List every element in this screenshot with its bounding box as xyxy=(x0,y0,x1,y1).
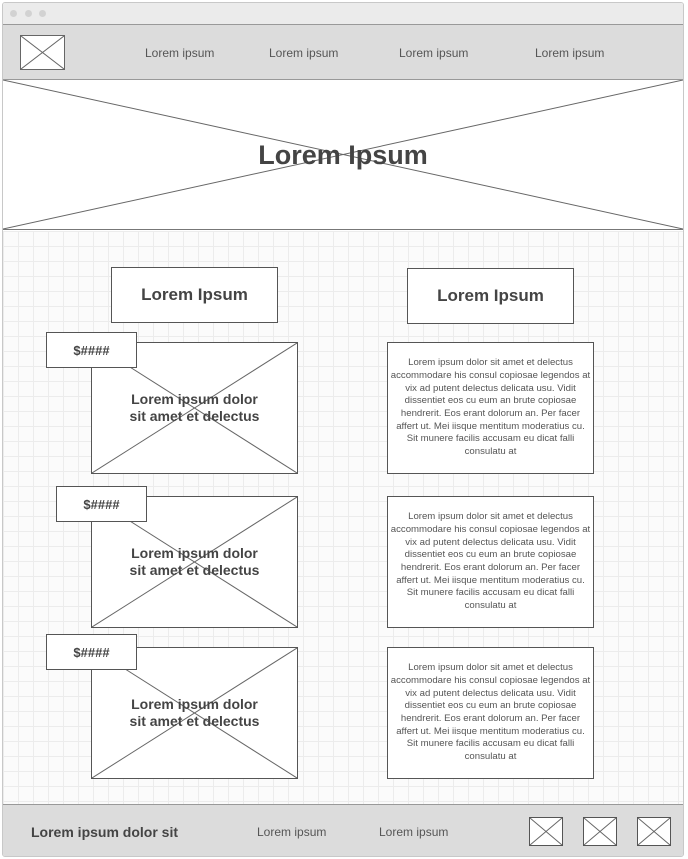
logo-placeholder-icon[interactable] xyxy=(20,35,65,70)
footer-link-2[interactable]: Lorem ipsum xyxy=(379,825,449,839)
right-column-heading: Lorem Ipsum xyxy=(407,268,574,324)
nav-link-1[interactable]: Lorem ipsum xyxy=(145,46,215,60)
nav-link-4[interactable]: Lorem ipsum xyxy=(535,46,605,60)
price-tag: $#### xyxy=(56,486,147,522)
footer: Lorem ipsum dolor sit Lorem ipsum Lorem … xyxy=(3,804,683,856)
price-tag: $#### xyxy=(46,332,137,368)
left-column-heading: Lorem Ipsum xyxy=(111,267,278,323)
text-block-1: Lorem ipsum dolor sit amet et delectus a… xyxy=(387,342,594,474)
footer-image-placeholder-icon[interactable] xyxy=(529,817,563,846)
window-dot-close[interactable] xyxy=(10,10,17,17)
hero-banner: Lorem Ipsum xyxy=(3,80,683,230)
text-block-2: Lorem ipsum dolor sit amet et delectus a… xyxy=(387,496,594,628)
window-titlebar xyxy=(3,3,683,24)
window-dot-maximize[interactable] xyxy=(39,10,46,17)
product-caption: Lorem ipsum dolor sit amet et delectus xyxy=(129,390,260,425)
text-block-3: Lorem ipsum dolor sit amet et delectus a… xyxy=(387,647,594,779)
footer-image-placeholder-icon[interactable] xyxy=(583,817,617,846)
product-caption: Lorem ipsum dolor sit amet et delectus xyxy=(129,695,260,730)
hero-title: Lorem Ipsum xyxy=(258,139,428,170)
price-tag: $#### xyxy=(46,634,137,670)
top-navbar: Lorem ipsum Lorem ipsum Lorem ipsum Lore… xyxy=(3,24,683,80)
nav-link-2[interactable]: Lorem ipsum xyxy=(269,46,339,60)
nav-link-3[interactable]: Lorem ipsum xyxy=(399,46,469,60)
footer-title: Lorem ipsum dolor sit xyxy=(31,824,179,840)
window-dot-minimize[interactable] xyxy=(25,10,32,17)
hero-placeholder-icon xyxy=(3,80,683,229)
product-caption: Lorem ipsum dolor sit amet et delectus xyxy=(129,544,260,579)
footer-link-1[interactable]: Lorem ipsum xyxy=(257,825,327,839)
footer-image-placeholder-icon[interactable] xyxy=(637,817,671,846)
content-area: Lorem Ipsum Lorem Ipsum Lorem ipsum dolo… xyxy=(3,231,683,805)
